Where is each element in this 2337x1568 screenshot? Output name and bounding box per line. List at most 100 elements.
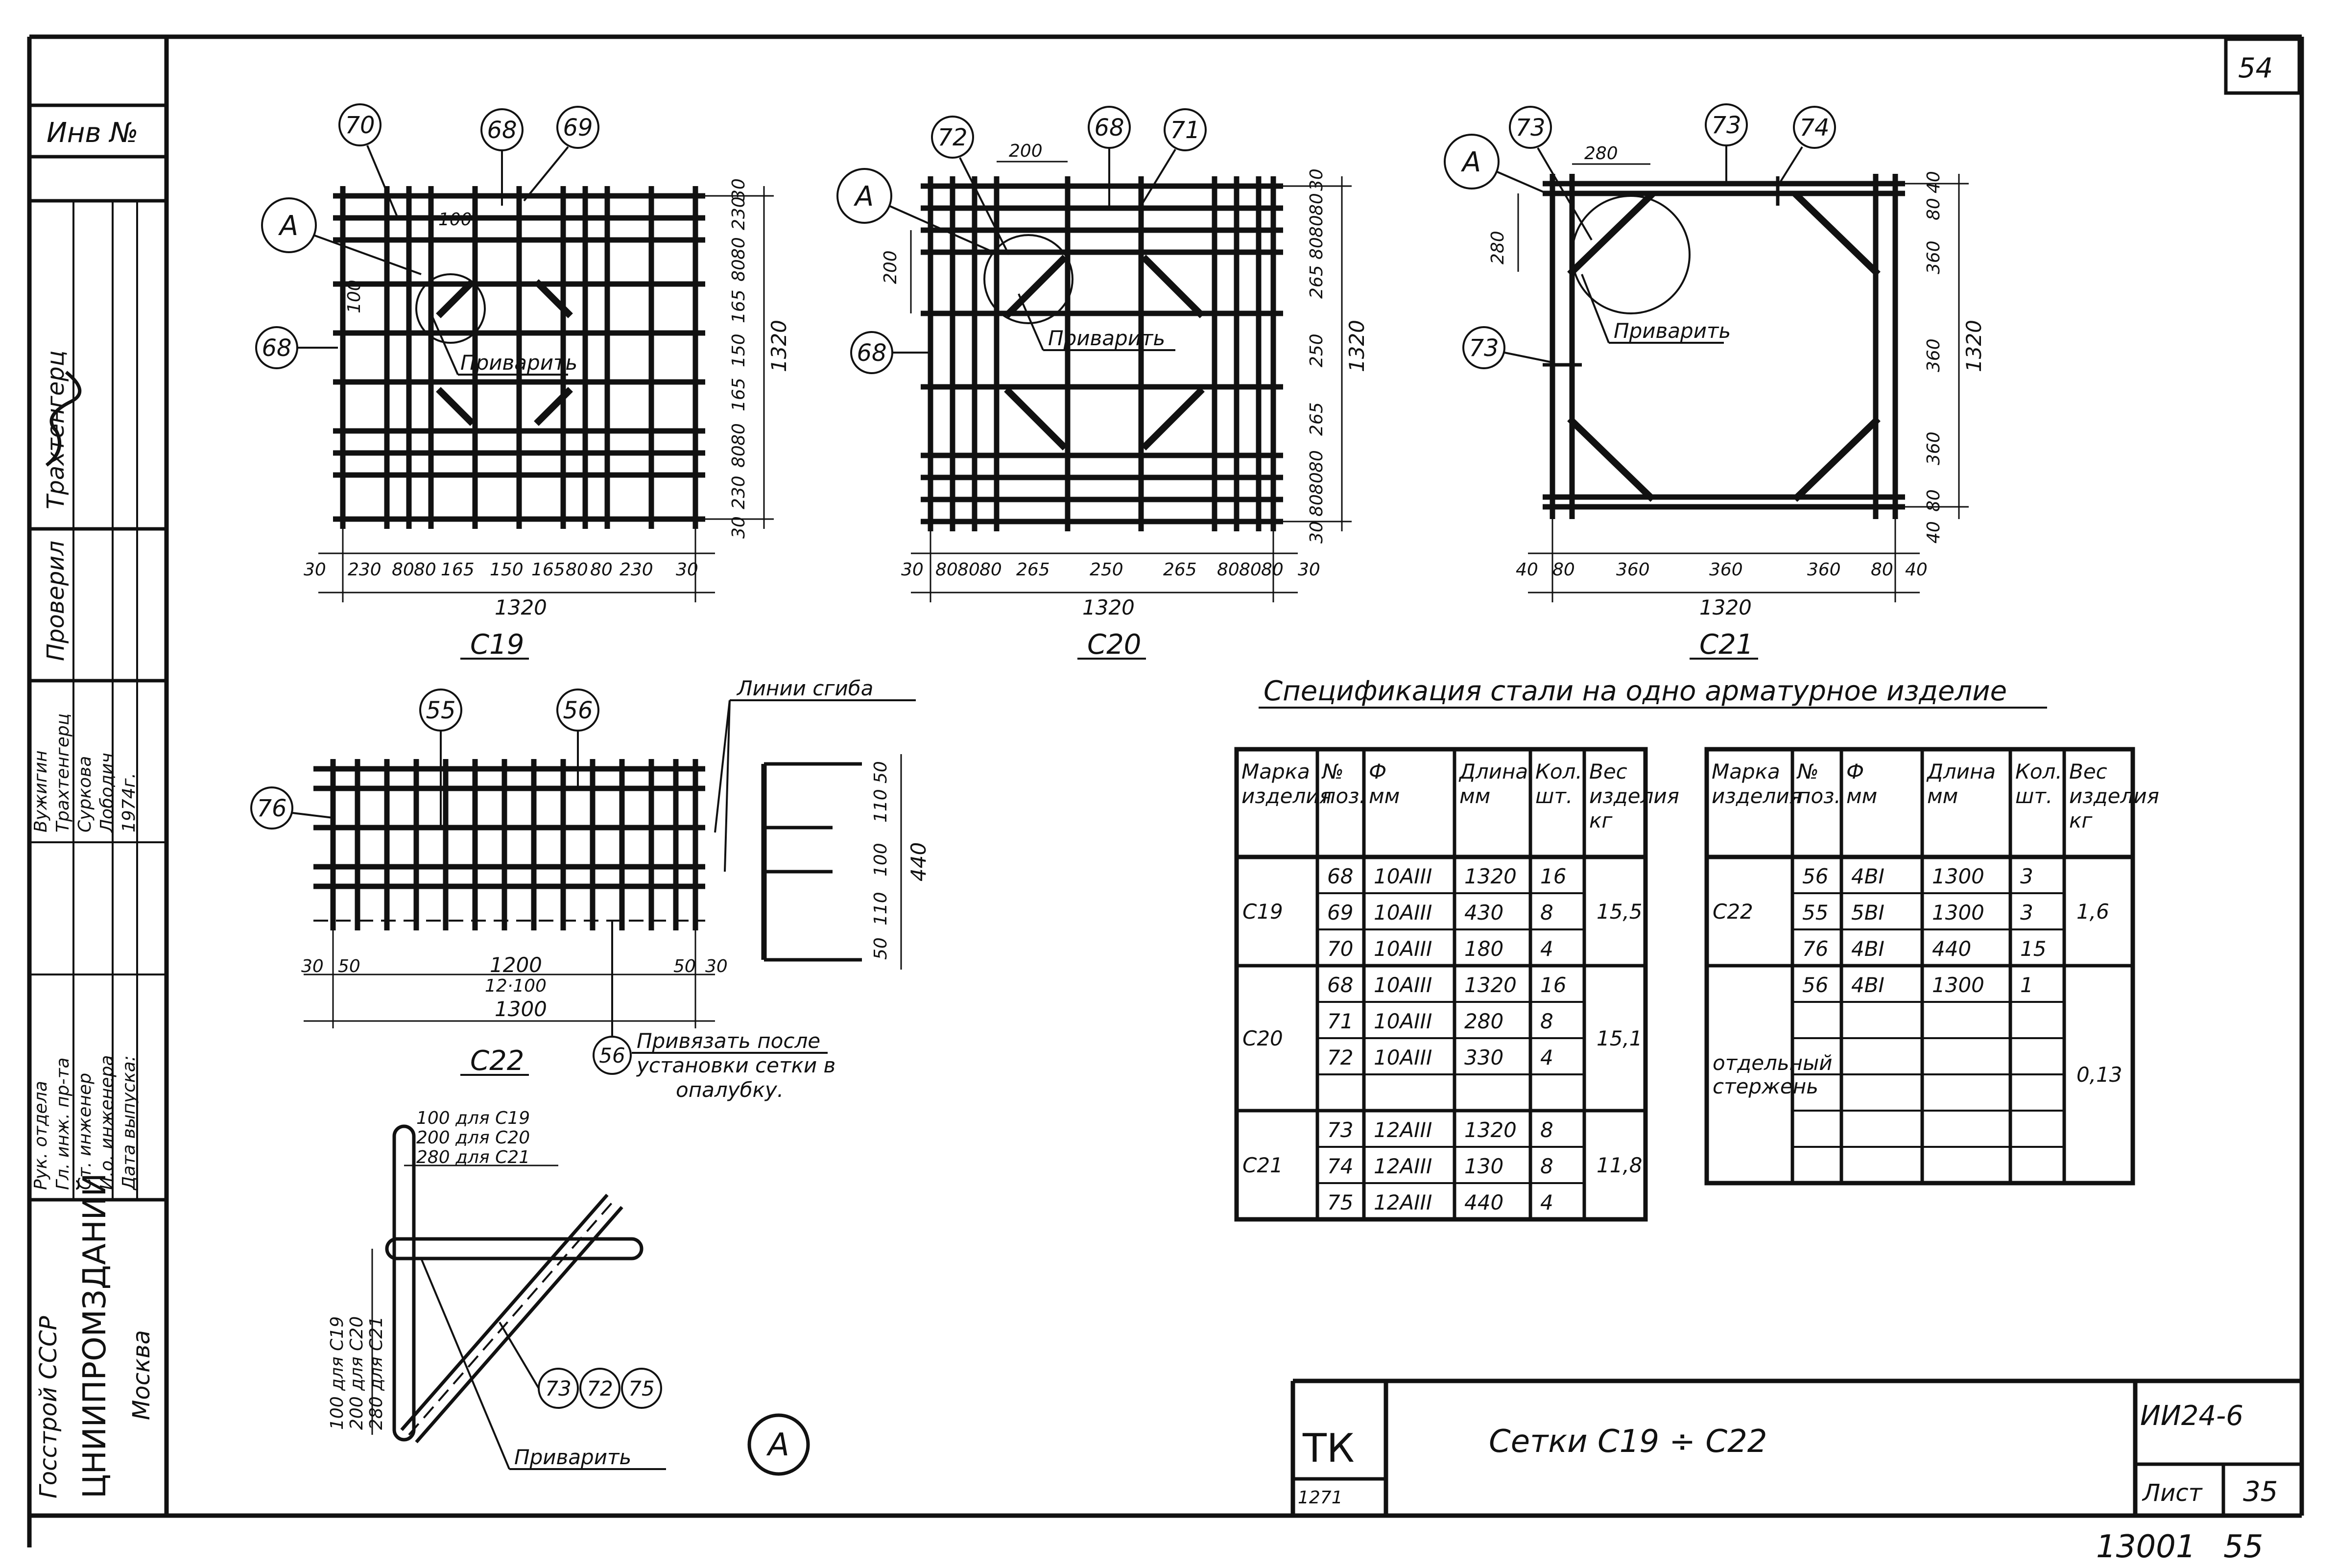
spec-right-header-4-0: Кол.	[2015, 760, 2062, 784]
spec-left-header-2-1: мм	[1369, 784, 1400, 808]
callout-c22-55: 55	[426, 697, 455, 724]
spec-right-cell-0-0-3: 3	[2020, 864, 2033, 888]
c19-rdim-4: 80	[729, 259, 749, 282]
spec-right-header-5-1: изделия	[2069, 784, 2159, 808]
spec-left-header-0-0: Марка	[1241, 760, 1310, 784]
spec-left-cell-0-1-3: 8	[1540, 901, 1553, 925]
mesh-c19-title: С19	[470, 629, 524, 661]
spec-left-mark-2-0: С21	[1242, 1153, 1283, 1177]
c19-left-dim: 100	[344, 280, 364, 313]
mesh-c22-callouts: 55 56 76 56 Линии сгиба Привязать после …	[250, 676, 916, 1102]
callout-c20-a: А	[854, 181, 874, 213]
c20-top-dim: 200	[1009, 141, 1043, 161]
c22-sdim-2: 110	[871, 789, 891, 823]
c19-rdim-5: 165	[729, 289, 749, 323]
c22-sdim-5: 50	[871, 937, 891, 960]
spec-left-cell-1-2-0: 72	[1327, 1045, 1353, 1069]
spec-left-cell-2-2-2: 440	[1464, 1190, 1503, 1214]
c21-dim-7: 40	[1905, 560, 1928, 580]
c19-rdim-7: 165	[729, 378, 749, 411]
mesh-c19-callouts: 70 68 69 А 68 Приварить 100 100	[255, 103, 599, 376]
callout-c21-a: А	[1461, 146, 1481, 178]
c21-rdim-6: 80	[1924, 489, 1944, 512]
spec-table-right: Маркаизделия№поз.ФммДлинаммКол.шт.Весизд…	[1704, 747, 2159, 1186]
inv-label: Инв №	[47, 117, 139, 149]
c21-dim-4: 360	[1709, 560, 1743, 580]
c21-top-dim: 280	[1584, 143, 1618, 164]
spec-title: Спецификация стали на одно арматурное из…	[1264, 675, 2007, 707]
spec-left-cell-1-2-2: 330	[1464, 1045, 1503, 1069]
c19-rdim-11: 30	[729, 516, 749, 539]
c21-left-dim: 280	[1488, 231, 1508, 264]
c19-dim-1: 30	[304, 560, 326, 580]
mesh-c20: 72 68 71 А 68 Приварить 200 200	[836, 106, 1369, 661]
spec-left-cell-0-2-1: 10АIII	[1374, 937, 1432, 961]
c19-rdim-3: 80	[729, 237, 749, 260]
mesh-c20-callouts: 72 68 71 А 68 Приварить 200 200	[836, 106, 1207, 374]
c21-rdim-5: 360	[1924, 431, 1944, 465]
spec-left-cell-2-2-0: 75	[1327, 1190, 1353, 1214]
stamp-role-2: Гл. инж. пр-та	[53, 1057, 73, 1190]
org-ministry: Госстрой СССР	[35, 1316, 62, 1498]
spec-left-header-1-1: поз.	[1322, 784, 1366, 808]
spec-left-mark-1-0: С20	[1242, 1026, 1283, 1050]
spec-left-header-3-0: Длина	[1458, 760, 1528, 784]
callout-c20-68b: 68	[857, 339, 886, 367]
mesh-c20-title: С20	[1087, 629, 1141, 661]
c19-rdim-8: 80	[729, 423, 749, 446]
spec-right-cell-0-2-2: 440	[1932, 937, 1971, 961]
callout-c21-73c: 73	[1469, 334, 1499, 362]
c21-rdim-2: 80	[1924, 198, 1944, 220]
c19-dim-5: 165	[441, 560, 475, 580]
spec-left-header-2-0: Ф	[1369, 760, 1386, 784]
sheet-number: 54	[2238, 52, 2273, 84]
spec-right-weight-0: 1,6	[2076, 900, 2109, 924]
org-city: Москва	[128, 1330, 155, 1420]
c20-dim-7: 265	[1163, 560, 1197, 580]
spec-right-cell-0-2-1: 4ВI	[1851, 937, 1884, 961]
spec-left-cell-1-1-3: 8	[1540, 1009, 1553, 1033]
sheet-no: 35	[2243, 1476, 2278, 1508]
signature-mark	[45, 371, 82, 467]
c20-dim-6: 250	[1090, 560, 1123, 580]
c20-dim-3: 80	[957, 560, 980, 580]
callout-c19-68: 68	[487, 117, 517, 144]
c20-dim-2: 80	[935, 560, 958, 580]
c21-dim-2: 80	[1552, 560, 1575, 580]
c21-dim-1: 40	[1516, 560, 1538, 580]
c20-rdim-7: 265	[1307, 402, 1327, 436]
spec-right-cell-0-1-1: 5ВI	[1851, 901, 1884, 925]
c22-sdim-1: 50	[871, 761, 891, 784]
drawing-title: Сетки С19 ÷ С22	[1489, 1424, 1767, 1460]
c21-dim-5: 360	[1807, 560, 1841, 580]
spec-left-cell-2-0-2: 1320	[1464, 1118, 1517, 1142]
stamp-name-3: Суркова	[75, 756, 95, 832]
c19-rdim-6: 150	[729, 333, 749, 367]
title-sub-code: 1271	[1298, 1488, 1343, 1508]
c19-dim-4: 80	[414, 560, 436, 580]
callout-c19-70: 70	[345, 112, 375, 139]
spec-right-header-1-1: поз.	[1797, 784, 1841, 808]
spec-left-cell-2-1-1: 12АIII	[1374, 1154, 1432, 1178]
mesh-c22-bars	[313, 759, 705, 930]
weld-label-c21: Приварить	[1614, 319, 1731, 343]
spec-left-cell-1-2-1: 10АIII	[1374, 1045, 1432, 1069]
callout-detail-75: 75	[628, 1377, 654, 1401]
mesh-c19-bars	[333, 186, 705, 529]
spec-left-cell-2-1-0: 74	[1327, 1154, 1353, 1178]
weld-label-c20: Приварить	[1048, 326, 1165, 350]
callout-c19-a: А	[278, 210, 298, 242]
c22-dim-5: 30	[705, 956, 728, 976]
spec-right-cell-0-0-2: 1300	[1932, 864, 1984, 888]
spec-right-header-2-1: мм	[1846, 784, 1877, 808]
spec-right-cell-1-0-1: 4ВI	[1851, 973, 1884, 997]
spec-left-cell-1-1-2: 280	[1464, 1009, 1503, 1033]
spec-left-cell-2-1-2: 130	[1464, 1154, 1503, 1178]
spec-left-header-0-1: изделия	[1241, 784, 1332, 808]
c21-dim-6: 80	[1871, 560, 1893, 580]
spec-right-header-4-1: шт.	[2015, 784, 2052, 808]
callout-c19-69: 69	[563, 114, 593, 142]
c19-rdim-2: 230	[729, 196, 749, 230]
spec-right-cell-1-0-3: 1	[2020, 973, 2033, 997]
c19-dim-7: 165	[531, 560, 565, 580]
